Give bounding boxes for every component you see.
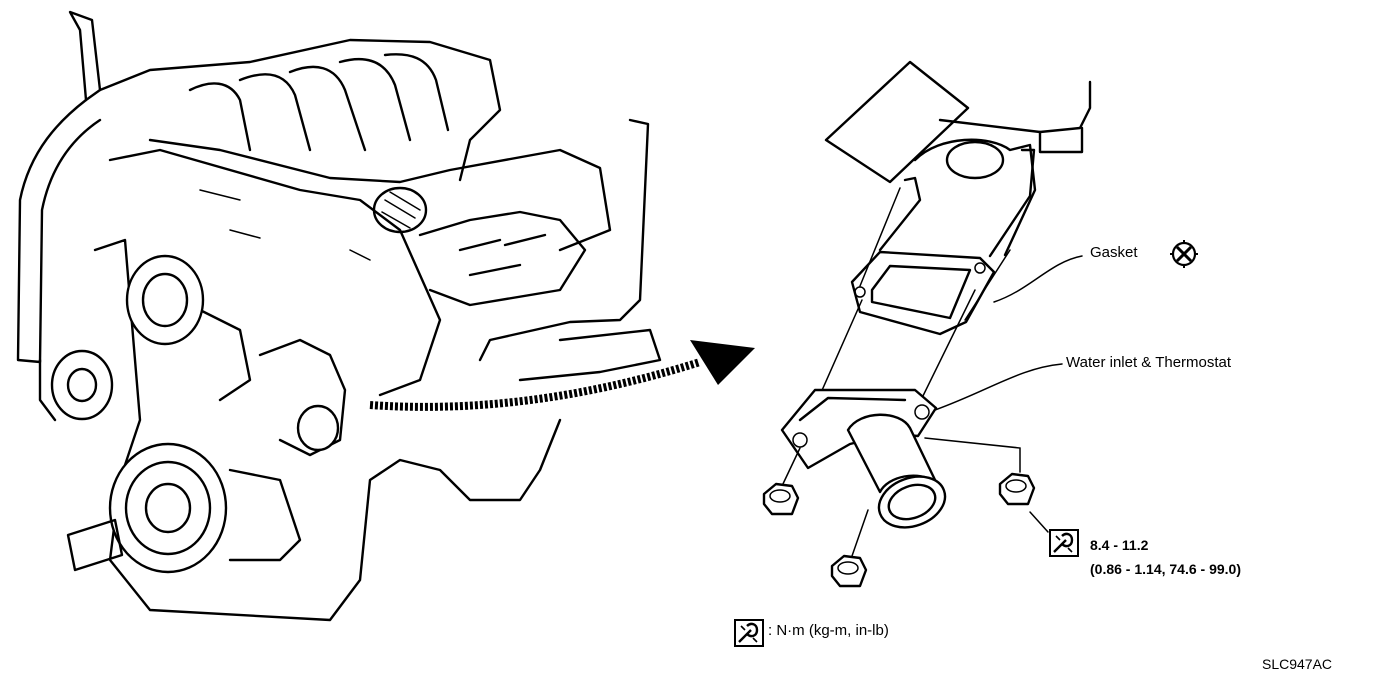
- intake-runner-3: [288, 65, 367, 152]
- water-inlet-label: Water inlet & Thermostat: [1066, 354, 1232, 371]
- intake-manifold: [98, 38, 502, 182]
- figure-id: SLC947AC: [1262, 656, 1333, 672]
- water-inlet-opening: [877, 475, 947, 529]
- do-not-reuse-icon: [1170, 240, 1198, 268]
- seat-bore: [945, 140, 1005, 180]
- bolt-bottom-top: [837, 561, 859, 575]
- water-inlet-leader: [934, 363, 1063, 411]
- water-pump-pulley: [125, 254, 205, 346]
- valve-cover-right: [148, 138, 612, 252]
- crankshaft-snout: [66, 518, 124, 572]
- intake-runner-2: [238, 73, 312, 152]
- bolt-bottom: [830, 509, 869, 588]
- torque-wrench-icon: [1049, 529, 1079, 557]
- thermostat-mount: [258, 338, 347, 457]
- arrow-shaft: [369, 358, 702, 411]
- stud-right: [988, 148, 1036, 258]
- engine-mount-block: [824, 60, 970, 184]
- gasket-hole-right: [974, 262, 986, 274]
- upper-left-hose: [68, 10, 102, 102]
- intake-runner-1: [188, 82, 252, 152]
- seat-left-edge: [878, 176, 922, 252]
- oil-cap-ridges: [381, 191, 421, 229]
- bolt-bottom-head: [830, 554, 868, 588]
- intake-runner-5: [383, 53, 450, 132]
- head-detail: [458, 233, 547, 277]
- crankshaft-pulley-groove: [124, 460, 212, 556]
- torque-leader: [1029, 511, 1049, 533]
- bracket-left: [38, 358, 57, 422]
- bolt-right: [924, 437, 1036, 506]
- left-hose: [16, 98, 102, 364]
- gasket-leader: [993, 255, 1083, 303]
- block-detail: [228, 468, 302, 562]
- gasket-hole-left: [854, 286, 866, 298]
- thermostat-seat: [913, 138, 1037, 257]
- intake-runner-4: [338, 57, 412, 142]
- engine-assembly: [16, 10, 662, 622]
- exploded-view: [762, 60, 1092, 588]
- bolt-right-axis: [924, 437, 1021, 473]
- lower-right-pipe: [518, 328, 662, 382]
- idler-pulley-hub: [66, 367, 98, 403]
- detail-arrow: [369, 340, 755, 411]
- bolt-right-top: [1005, 479, 1027, 493]
- gasket-label: Gasket: [1090, 244, 1138, 261]
- idler-pulley: [50, 349, 114, 421]
- timing-cover-edge: [108, 148, 442, 397]
- water-pump-hub: [141, 272, 189, 328]
- engine-block-lower: [93, 238, 562, 622]
- torque-legend-units: : N·m (kg-m, in-lb): [768, 622, 889, 639]
- torque-spec-nm: 8.4 - 11.2: [1090, 537, 1149, 553]
- bolt-left-top: [769, 489, 791, 503]
- mount-bracket-foot: [1038, 126, 1084, 154]
- flange-edge: [798, 396, 907, 422]
- engine-marks: [199, 189, 371, 261]
- flange-hole-left: [792, 432, 808, 448]
- bolt-right-head: [998, 472, 1036, 506]
- bolt-left-axis: [781, 447, 801, 487]
- legend-torque-icon: [734, 619, 764, 647]
- right-coolant-pipe: [478, 118, 650, 362]
- engine-water-inlet: [296, 404, 340, 452]
- water-inlet-tube: [846, 413, 938, 494]
- torque-spec-conversions: (0.86 - 1.14, 74.6 - 99.0): [1090, 561, 1241, 577]
- cylinder-head-right: [418, 210, 587, 307]
- mount-bracket: [938, 80, 1092, 134]
- align-line-top-left: [859, 187, 901, 287]
- flange-hole-right: [914, 404, 930, 420]
- align-line-right: [919, 289, 976, 403]
- crankshaft-pulley-hub: [144, 482, 192, 534]
- oil-filler-cap: [372, 186, 428, 234]
- bolt-bottom-axis: [851, 509, 869, 557]
- gasket-inner: [870, 264, 972, 320]
- bolt-left-head: [762, 482, 800, 516]
- bolt-left: [762, 447, 801, 516]
- arrow-head: [690, 340, 755, 385]
- align-line-top-right: [964, 249, 1011, 321]
- water-inlet-bore: [887, 483, 937, 521]
